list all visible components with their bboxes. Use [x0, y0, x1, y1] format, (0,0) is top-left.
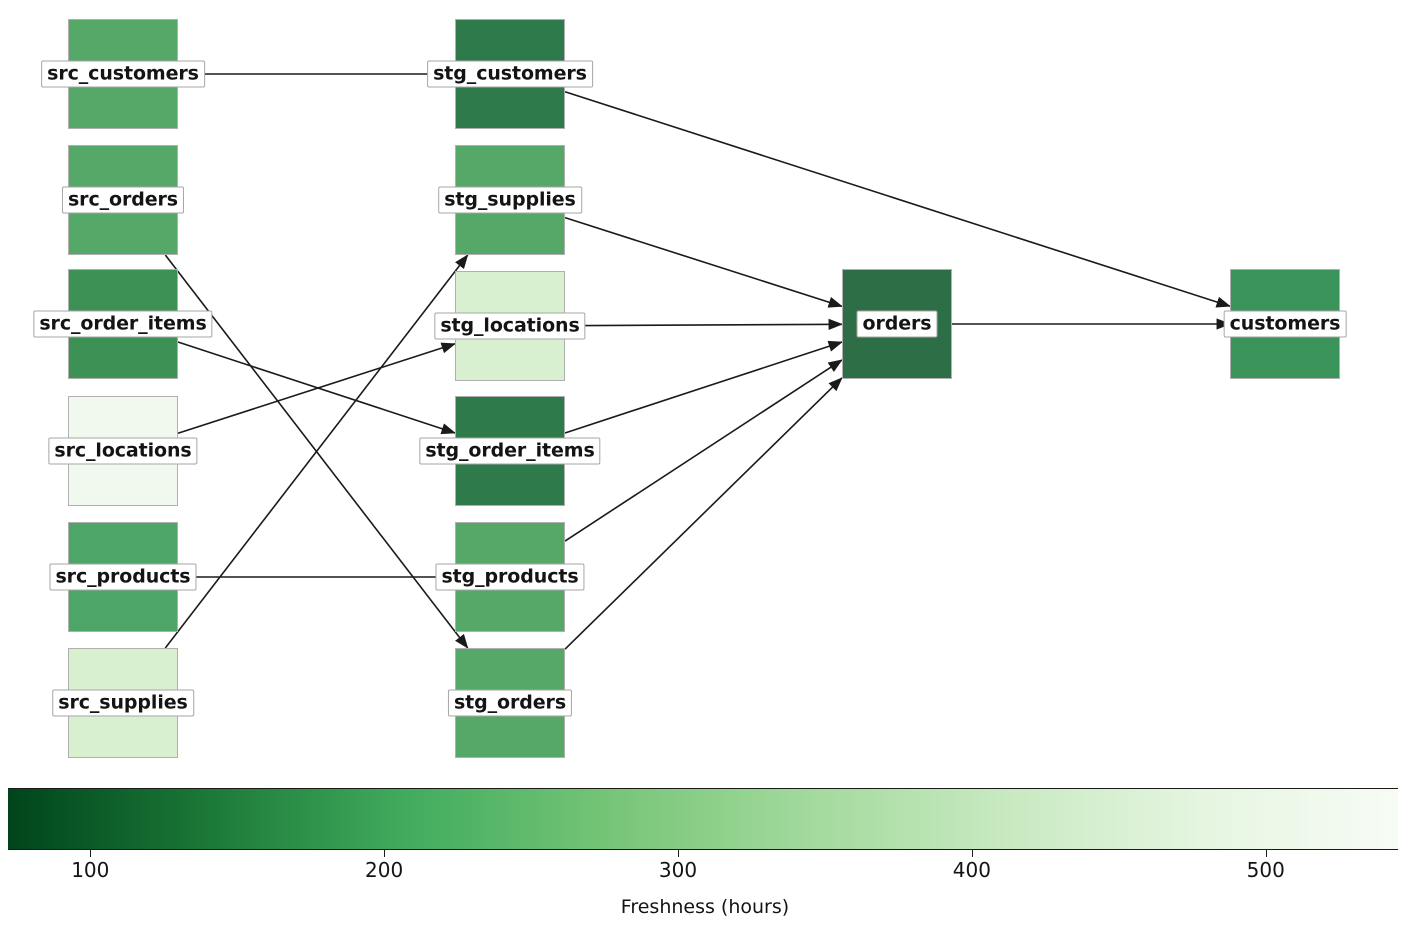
- lineage-edges-layer: [164, 73, 1231, 650]
- colorbar-gradient: [8, 788, 1398, 850]
- colorbar-tick-label-400: 400: [952, 858, 991, 882]
- edge-stg_products-to-orders: [564, 359, 843, 542]
- colorbar-tick-label-500: 500: [1246, 858, 1285, 882]
- node-label-src_locations[interactable]: src_locations: [48, 437, 198, 465]
- edge-stg_order_items-to-orders: [564, 340, 843, 434]
- node-label-stg_orders[interactable]: stg_orders: [447, 689, 573, 717]
- colorbar-tick-label-300: 300: [658, 858, 698, 882]
- edge-src_locations-to-stg_locations: [177, 342, 456, 434]
- node-label-orders[interactable]: orders: [856, 310, 938, 338]
- colorbar-tick-400: [971, 850, 973, 857]
- colorbar-axis-label: Freshness (hours): [620, 896, 790, 918]
- edge-stg_customers-to-customers: [564, 90, 1231, 308]
- node-label-stg_supplies[interactable]: stg_supplies: [438, 186, 582, 214]
- edge-stg_orders-to-orders: [564, 377, 843, 650]
- node-label-src_supplies[interactable]: src_supplies: [52, 689, 194, 717]
- node-label-stg_products[interactable]: stg_products: [435, 563, 585, 591]
- node-label-stg_customers[interactable]: stg_customers: [427, 60, 593, 88]
- colorbar-tick-300: [678, 850, 680, 857]
- colorbar-tick-200: [384, 850, 386, 857]
- node-label-src_orders[interactable]: src_orders: [61, 186, 185, 214]
- colorbar-tick-label-200: 200: [365, 858, 404, 882]
- node-label-src_products[interactable]: src_products: [49, 563, 197, 591]
- edge-src_order_items-to-stg_order_items: [177, 341, 456, 435]
- edge-stg_locations-to-orders: [564, 318, 843, 330]
- node-label-src_order_items[interactable]: src_order_items: [33, 310, 213, 338]
- freshness-colorbar: 100 200 300 400 500: [8, 788, 1398, 882]
- edge-group: [164, 73, 1231, 650]
- colorbar-tick-100: [90, 850, 92, 857]
- node-label-stg_order_items[interactable]: stg_order_items: [419, 437, 601, 465]
- edge-stg_supplies-to-orders: [564, 216, 843, 308]
- edge-src_supplies-to-stg_supplies: [164, 254, 469, 649]
- node-label-stg_locations[interactable]: stg_locations: [434, 312, 586, 340]
- colorbar-tick-label-100: 100: [71, 858, 110, 882]
- colorbar-tick-500: [1265, 850, 1267, 857]
- node-label-customers[interactable]: customers: [1223, 310, 1347, 338]
- node-label-src_customers[interactable]: src_customers: [41, 60, 205, 88]
